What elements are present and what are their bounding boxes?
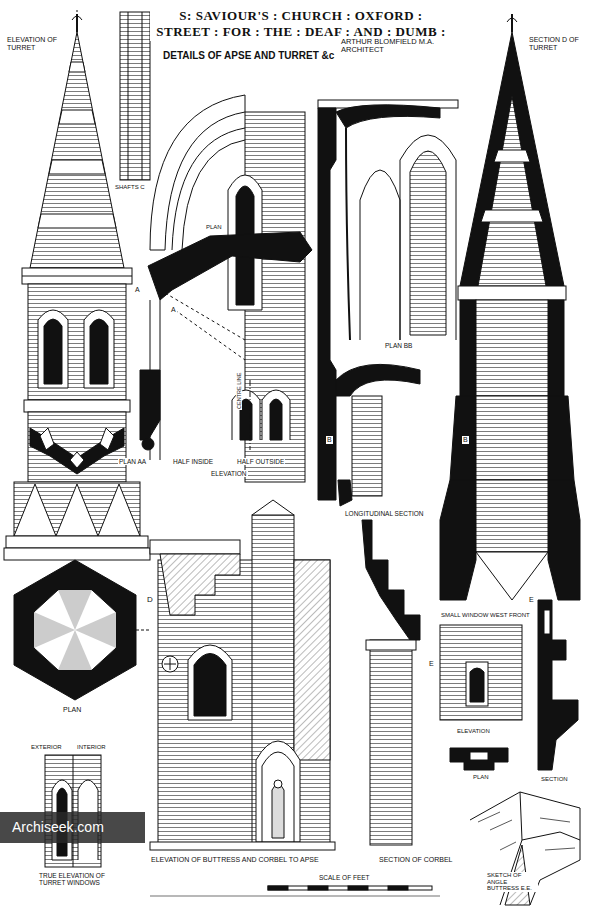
line-work (4, 10, 580, 905)
view-title: SMALL WINDOW WEST FRONT (440, 612, 531, 619)
section-mark: B (326, 436, 333, 444)
view-title: ELEVATION OF BUTTRESS AND CORBEL TO APSE (150, 856, 320, 864)
view-label: HALF INSIDE (172, 458, 214, 465)
view-title: ELEVATION OF TURRET (6, 36, 70, 51)
scale-label: SCALE OF FEET (318, 874, 371, 881)
sheet-heading: DETAILS OF APSE AND TURRET &c (162, 50, 335, 61)
turret-window-elevation (45, 755, 101, 867)
watermark: Archiseek.com (0, 812, 145, 843)
buttress-elevation (150, 500, 335, 850)
view-label: ELEVATION (210, 470, 248, 477)
small-window (440, 600, 578, 770)
turret-elevation (4, 10, 150, 560)
view-label: SECTION (540, 776, 569, 783)
section-mark: A (170, 306, 177, 314)
view-label: EXTERIOR (30, 744, 63, 751)
section-mark: E (528, 596, 535, 604)
detail-label: SHAFTS C (114, 184, 146, 191)
view-label: PLAN AA (118, 458, 147, 465)
section-mark: E (428, 660, 435, 668)
turret-section (440, 14, 580, 600)
view-title: SECTION OF CORBEL (378, 856, 454, 864)
view-title: SECTION D OF TURRET (528, 36, 586, 51)
view-label: LONGITUDINAL SECTION (344, 510, 425, 517)
view-title: TRUE ELEVATION OF TURRET WINDOWS (38, 872, 130, 886)
view-title: SKETCH OF ANGLE BUTTRESS E.E. (486, 872, 538, 892)
architect-name: ARTHUR BLOMFIELD M.A. ARCHITECT (340, 38, 442, 55)
view-label: ELEVATION (456, 728, 491, 735)
longitudinal-section (318, 100, 458, 506)
view-label: PLAN BB (384, 342, 413, 349)
view-label: PLAN (472, 774, 490, 781)
section-mark: B (462, 436, 469, 444)
view-label: PLAN (205, 224, 223, 231)
scale-bar (150, 886, 440, 896)
section-mark: A (134, 286, 141, 294)
view-label: INTERIOR (76, 744, 107, 751)
corbel-section (362, 520, 420, 845)
view-label: PLAN (62, 706, 82, 714)
turret-plan (14, 560, 150, 700)
drawing-title: S: SAVIOUR'S : CHURCH : OXFORD : STREET … (150, 8, 452, 41)
apse-elevation (140, 95, 312, 482)
shaft-detail (120, 12, 150, 180)
view-label: HALF OUTSIDE (236, 458, 285, 465)
section-mark: D (146, 596, 154, 605)
centre-line-label: CENTRE LINE (236, 372, 242, 410)
angle-buttress-sketch (470, 792, 580, 905)
